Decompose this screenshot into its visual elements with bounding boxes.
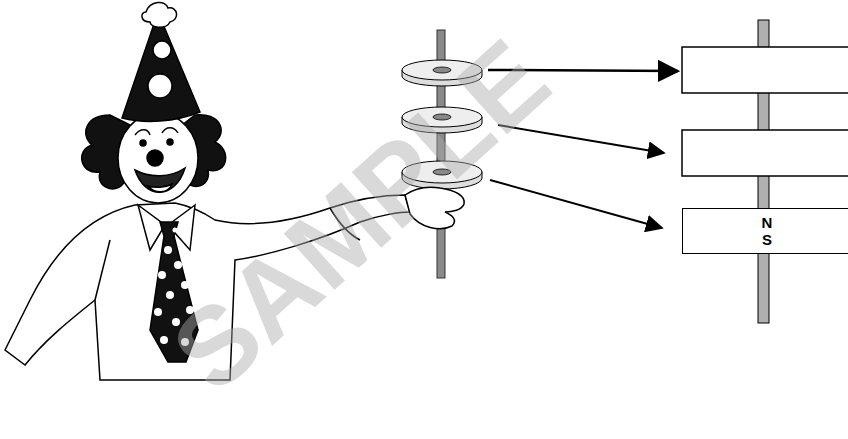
blank-box	[682, 47, 848, 93]
magnet-box: NS	[682, 208, 848, 254]
pole-label: S	[762, 231, 772, 248]
ring-magnet	[402, 60, 482, 86]
leader-arrow	[498, 125, 664, 153]
leader-arrow	[488, 70, 678, 71]
ring-magnet	[402, 107, 482, 133]
clown	[5, 2, 464, 380]
ring-magnet	[402, 161, 482, 189]
blank-box	[682, 130, 848, 176]
leader-arrow	[490, 180, 662, 228]
watermark: SAMPLE	[147, 14, 573, 415]
pole-label: N	[762, 214, 773, 231]
